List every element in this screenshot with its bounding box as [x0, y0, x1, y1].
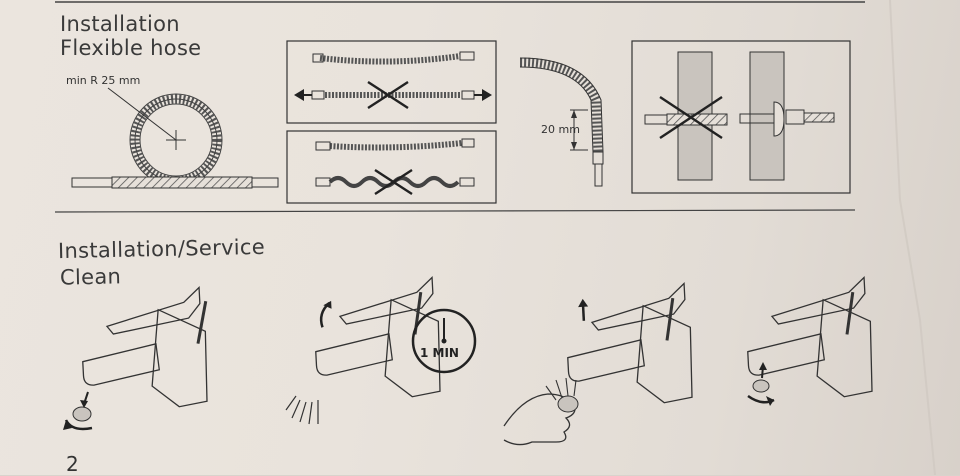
aerator-removed [63, 391, 93, 431]
hand-holding-aerator [503, 377, 579, 446]
timer-label: 1 MIN [420, 346, 459, 360]
page-number: 2 [66, 452, 79, 476]
faucet-step-4 [747, 276, 873, 398]
section2-title-line1: Installation/Service [57, 234, 266, 264]
hose-coil-diagram [71, 87, 279, 189]
section-divider [54, 209, 856, 213]
min-radius-label: min R 25 mm [66, 74, 141, 87]
stretch-warning-box [286, 40, 497, 124]
faucet-step-3 [567, 282, 693, 404]
faucet-step-1 [82, 286, 208, 408]
section1-title-line1: Installation [60, 12, 180, 36]
timer-icon [411, 308, 477, 374]
water-spray [285, 395, 319, 425]
faucet-step-2 [315, 276, 441, 398]
twist-warning-box [286, 130, 497, 204]
offset-label: 20 mm [541, 123, 580, 136]
section2-title-line2: Clean [59, 264, 122, 290]
wall-mount-box [631, 40, 851, 194]
bend-offset-diagram [519, 57, 604, 187]
aerator-reinstall [747, 362, 775, 406]
section1-title-line2: Flexible hose [60, 36, 202, 60]
